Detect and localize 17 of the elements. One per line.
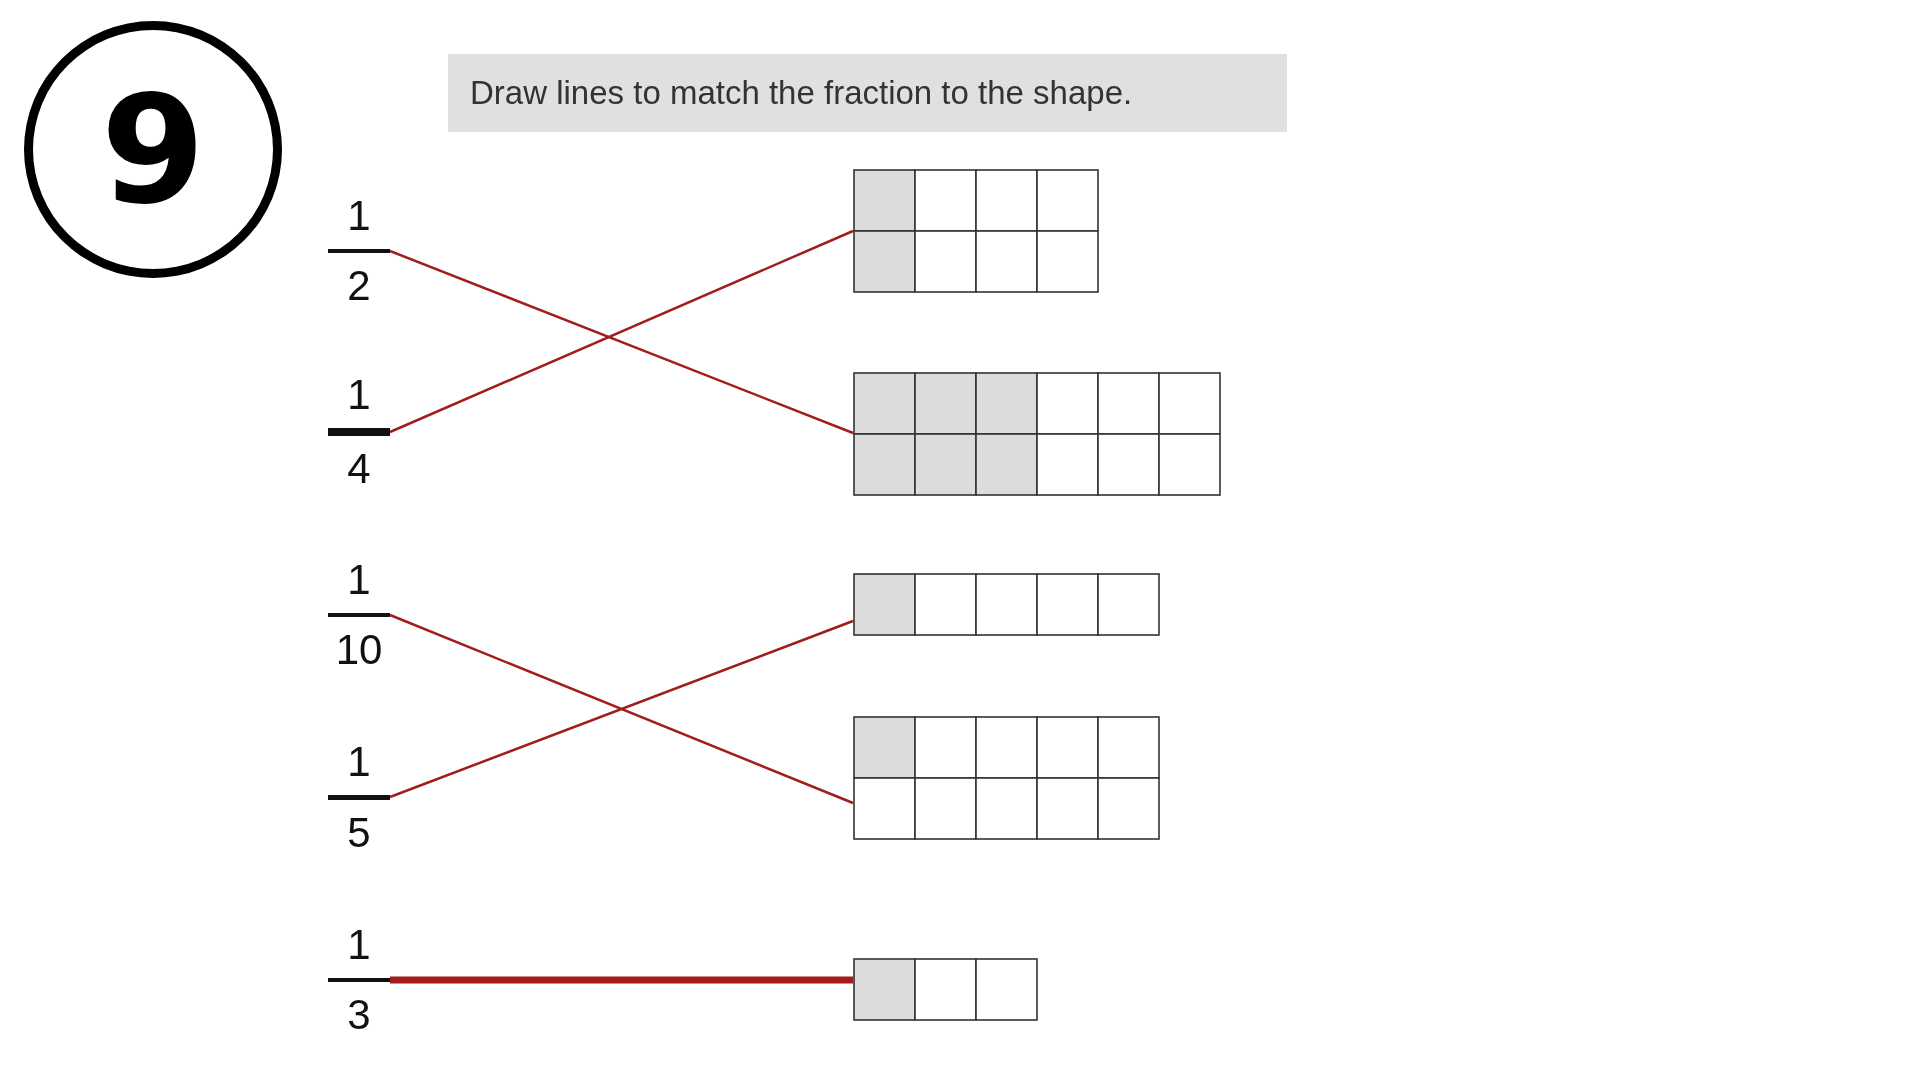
denominator: 5 — [347, 811, 371, 854]
denominator: 2 — [347, 265, 371, 307]
shaded-grid — [853, 573, 1160, 636]
shaded-grid — [853, 716, 1160, 840]
shaded-grid — [853, 169, 1099, 293]
shaded-grid — [853, 958, 1038, 1021]
denominator: 10 — [335, 629, 383, 671]
numerator: 1 — [347, 559, 371, 601]
numerator: 1 — [347, 740, 371, 783]
numerator: 1 — [347, 195, 371, 237]
question-number-circle: 9 — [24, 21, 282, 278]
instruction-banner: Draw lines to match the fraction to the shape. — [448, 54, 1287, 132]
denominator: 3 — [347, 994, 371, 1036]
numerator: 1 — [347, 374, 371, 416]
numerator: 1 — [347, 924, 371, 966]
shaded-grid — [853, 372, 1221, 496]
denominator: 4 — [347, 448, 371, 490]
